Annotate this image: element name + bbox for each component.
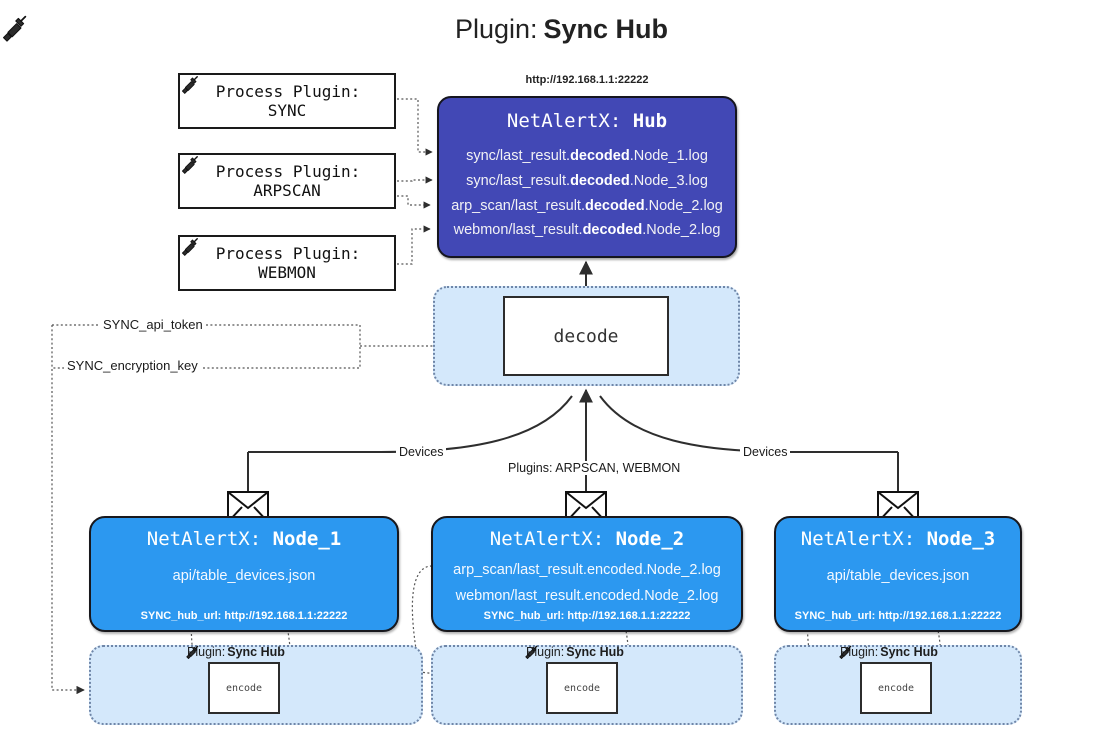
node-hub-url: SYNC_hub_url: http://192.168.1.1:22222 [140, 610, 348, 622]
node-3[interactable]: NetAlertX: Node_3 api/table_devices.json… [774, 516, 1022, 632]
node-2[interactable]: NetAlertX: Node_2 arp_scan/last_result.e… [431, 516, 743, 632]
encode-box-1[interactable]: encode [208, 662, 280, 714]
process-plugin-webmon[interactable]: Process Plugin: WEBMON [178, 235, 396, 291]
node-hub-url: SYNC_hub_url: http://192.168.1.1:22222 [483, 610, 691, 622]
hub-title: NetAlertX: Hub [439, 110, 735, 132]
title-name: Sync Hub [543, 14, 669, 44]
edge-label-devices-right: Devices [740, 445, 791, 459]
node-hub-url: SYNC_hub_url: http://192.168.1.1:22222 [794, 610, 1002, 622]
hub-url-label: http://192.168.1.1:22222 [525, 74, 649, 86]
sync-encryption-key-label: SYNC_encryption_key [64, 358, 201, 373]
hub-log-line: sync/last_result.decoded.Node_1.log [466, 148, 708, 164]
node-1[interactable]: NetAlertX: Node_1 api/table_devices.json… [89, 516, 399, 632]
node-log-line: arp_scan/last_result.encoded.Node_2.log [453, 562, 721, 578]
process-plugin-sync[interactable]: Process Plugin: SYNC [178, 73, 396, 129]
process-plugin-value: WEBMON [258, 263, 316, 282]
page-title: Plugin: Sync Hub [0, 14, 1117, 45]
process-plugin-label: Process Plugin: [215, 82, 361, 101]
hub-title-name: Hub [632, 110, 668, 132]
process-plugin-value: SYNC [267, 101, 307, 120]
hub-title-prefix: NetAlertX: [506, 110, 622, 132]
encode-plugin-label-3: Plugin: Sync Hub [839, 645, 938, 659]
encode-box-3[interactable]: encode [860, 662, 932, 714]
node-title: NetAlertX: Node_2 [489, 528, 685, 550]
hub-log-line: arp_scan/last_result.decoded.Node_2.log [451, 198, 723, 214]
edge-label-devices-left: Devices [396, 445, 447, 459]
process-plugin-value: ARPSCAN [253, 181, 321, 200]
encode-box-2[interactable]: encode [546, 662, 618, 714]
process-plugin-label: Process Plugin: [215, 244, 361, 263]
encode-plugin-label-1: Plugin: Sync Hub [186, 645, 285, 659]
sync-api-token-label: SYNC_api_token [100, 317, 206, 332]
node-log-line: webmon/last_result.encoded.Node_2.log [455, 588, 719, 604]
title-prefix: Plugin: [454, 14, 538, 44]
node-title: NetAlertX: Node_1 [146, 528, 342, 550]
node-title: NetAlertX: Node_3 [800, 528, 996, 550]
node-log-line: api/table_devices.json [826, 568, 970, 584]
edge-label-plugins-center: Plugins: ARPSCAN, WEBMON [505, 461, 684, 475]
decode-box[interactable]: decode [503, 296, 669, 376]
encode-plugin-label-2: Plugin: Sync Hub [525, 645, 624, 659]
hub-log-line: webmon/last_result.decoded.Node_2.log [453, 222, 721, 238]
node-log-line: api/table_devices.json [172, 568, 316, 584]
process-plugin-arpscan[interactable]: Process Plugin: ARPSCAN [178, 153, 396, 209]
hub-log-line: sync/last_result.decoded.Node_3.log [466, 173, 708, 189]
process-plugin-label: Process Plugin: [215, 162, 361, 181]
hub-node[interactable]: NetAlertX: Hub sync/last_result.decoded.… [437, 96, 737, 258]
